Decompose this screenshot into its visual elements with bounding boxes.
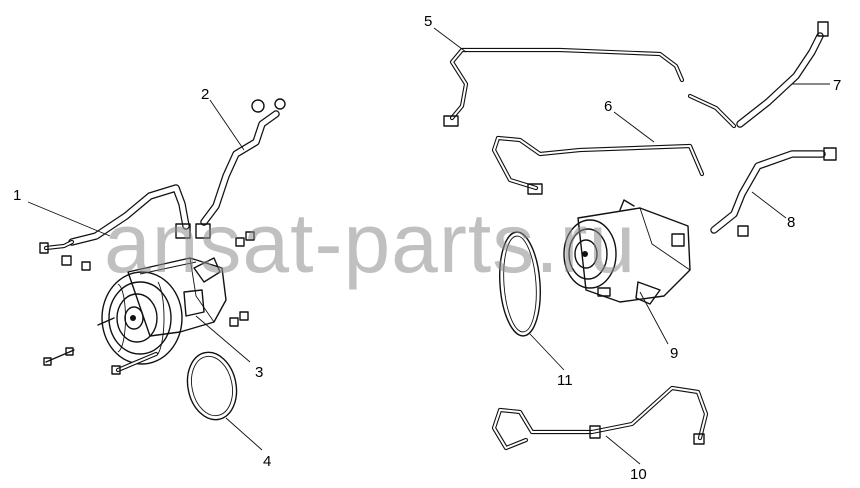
left-fittings (43, 231, 255, 375)
callout-6: 6 (604, 98, 612, 115)
pipe-5 (443, 47, 685, 127)
left-compressor-assembly (39, 98, 286, 421)
callout-10: 10 (630, 466, 647, 483)
left-drive-belt (186, 351, 238, 421)
callout-1: 1 (13, 187, 21, 204)
callout-8: 8 (787, 214, 795, 231)
left-discharge-hose (195, 98, 286, 239)
right-drive-belt (499, 231, 541, 337)
pipe-6 (491, 135, 705, 195)
watermark: ansat-parts.ru (104, 196, 636, 290)
left-suction-hose (39, 184, 191, 266)
right-compressor-assembly (443, 21, 837, 451)
callout-9: 9 (670, 345, 678, 362)
leader-lines (27, 27, 830, 465)
callout-7: 7 (833, 77, 841, 94)
callout-2: 2 (201, 86, 209, 103)
pipe-10 (491, 385, 709, 451)
right-compressor (563, 199, 691, 305)
hose-8 (710, 147, 837, 237)
left-compressor (101, 257, 227, 365)
callout-5: 5 (424, 13, 432, 30)
hose-7 (687, 21, 829, 129)
callout-3: 3 (255, 364, 263, 381)
callout-4: 4 (263, 453, 271, 470)
callout-11: 11 (557, 372, 573, 389)
